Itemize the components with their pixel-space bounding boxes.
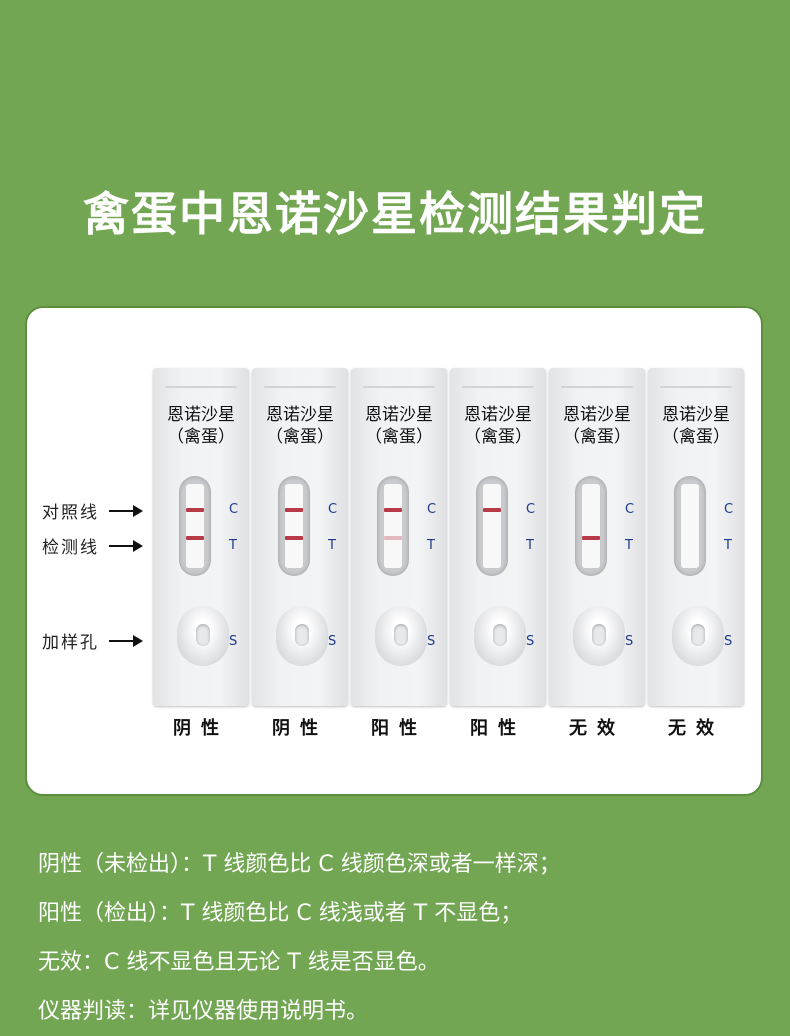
arrow-right-icon [109, 504, 143, 517]
strip-top-groove [165, 386, 237, 388]
t-mark: T [724, 538, 732, 553]
c-mark: C [625, 502, 635, 517]
test-line-mark [582, 536, 600, 540]
note-negative: 阴性（未检出）：T 线颜色比 C 线颜色深或者一样深； [38, 852, 561, 877]
strip-top-groove [462, 386, 534, 388]
test-line-mark [681, 536, 699, 540]
sample-well [474, 606, 526, 666]
sample-well-text: 加样孔 [42, 633, 99, 653]
strip-name-line2: （禽蛋） [365, 427, 433, 447]
strip-name-line2: （禽蛋） [266, 427, 334, 447]
c-mark: C [724, 502, 734, 517]
strip-result-label: 阳性 [470, 718, 526, 739]
result-window [575, 476, 607, 576]
note-invalid: 无效：C 线不显色且无论 T 线是否显色。 [38, 950, 440, 975]
sample-well-label: 加样孔 [42, 628, 143, 653]
note-positive: 阳性（检出）：T 线颜色比 C 线浅或者 T 不显色； [38, 901, 523, 926]
result-window [377, 476, 409, 576]
result-window [674, 476, 706, 576]
s-mark: S [328, 634, 337, 649]
test-strip: 恩诺沙星（禽蛋） C T S [450, 368, 546, 706]
test-line-mark [384, 536, 402, 540]
strip-top-groove [561, 386, 633, 388]
c-mark: C [427, 502, 437, 517]
strip-name-line1: 恩诺沙星 [167, 405, 235, 425]
t-mark: T [625, 538, 633, 553]
interpretation-notes: 阴性（未检出）：T 线颜色比 C 线颜色深或者一样深； 阳性（检出）：T 线颜色… [38, 840, 561, 1036]
page-title: 禽蛋中恩诺沙星检测结果判定 [83, 187, 707, 241]
strip-name: 恩诺沙星（禽蛋） [648, 404, 744, 448]
control-line-text: 对照线 [42, 503, 99, 523]
result-window [278, 476, 310, 576]
strip-name: 恩诺沙星（禽蛋） [549, 404, 645, 448]
sample-well [573, 606, 625, 666]
strip-top-groove [363, 386, 435, 388]
sample-well [375, 606, 427, 666]
strip-name-line1: 恩诺沙星 [563, 405, 631, 425]
strip-name: 恩诺沙星（禽蛋） [153, 404, 249, 448]
strip-result-label: 阳性 [371, 718, 427, 739]
strip-name-line1: 恩诺沙星 [266, 405, 334, 425]
strip-name-line2: （禽蛋） [167, 427, 235, 447]
strip-name: 恩诺沙星（禽蛋） [351, 404, 447, 448]
sample-well [177, 606, 229, 666]
c-mark: C [229, 502, 239, 517]
note-instrument: 仪器判读：详见仪器使用说明书。 [38, 999, 369, 1024]
strip-result-label: 无效 [569, 718, 625, 739]
result-window [476, 476, 508, 576]
s-mark: S [229, 634, 238, 649]
control-line-mark [681, 508, 699, 512]
test-strip: 恩诺沙星（禽蛋） C T S [351, 368, 447, 706]
sample-well [672, 606, 724, 666]
result-window [179, 476, 211, 576]
t-mark: T [328, 538, 336, 553]
control-line-mark [285, 508, 303, 512]
strip-name-line1: 恩诺沙星 [662, 405, 730, 425]
test-strip: 恩诺沙星（禽蛋） C T S [252, 368, 348, 706]
strip-name-line1: 恩诺沙星 [365, 405, 433, 425]
strip-top-groove [660, 386, 732, 388]
control-line-mark [186, 508, 204, 512]
c-mark: C [526, 502, 536, 517]
control-line-mark [483, 508, 501, 512]
s-mark: S [625, 634, 634, 649]
arrow-right-icon [109, 634, 143, 647]
test-strip: 恩诺沙星（禽蛋） C T S [549, 368, 645, 706]
control-line-mark [384, 508, 402, 512]
t-mark: T [526, 538, 534, 553]
s-mark: S [724, 634, 733, 649]
s-mark: S [526, 634, 535, 649]
arrow-right-icon [109, 539, 143, 552]
t-mark: T [427, 538, 435, 553]
strip-result-label: 无效 [668, 718, 724, 739]
strip-name: 恩诺沙星（禽蛋） [450, 404, 546, 448]
strip-name-line2: （禽蛋） [464, 427, 532, 447]
test-line-label: 检测线 [42, 533, 143, 558]
test-line-text: 检测线 [42, 538, 99, 558]
test-strip: 恩诺沙星（禽蛋） C T S [648, 368, 744, 706]
test-line-mark [483, 536, 501, 540]
strip-name-line1: 恩诺沙星 [464, 405, 532, 425]
sample-well [276, 606, 328, 666]
strip-name-line2: （禽蛋） [563, 427, 631, 447]
control-line-mark [582, 508, 600, 512]
test-line-mark [285, 536, 303, 540]
strip-result-label: 阴性 [173, 718, 229, 739]
c-mark: C [328, 502, 338, 517]
strip-name: 恩诺沙星（禽蛋） [252, 404, 348, 448]
control-line-label: 对照线 [42, 498, 143, 523]
s-mark: S [427, 634, 436, 649]
strip-result-label: 阴性 [272, 718, 328, 739]
test-strip: 恩诺沙星（禽蛋） C T S [153, 368, 249, 706]
test-line-mark [186, 536, 204, 540]
strip-top-groove [264, 386, 336, 388]
t-mark: T [229, 538, 237, 553]
strip-name-line2: （禽蛋） [662, 427, 730, 447]
